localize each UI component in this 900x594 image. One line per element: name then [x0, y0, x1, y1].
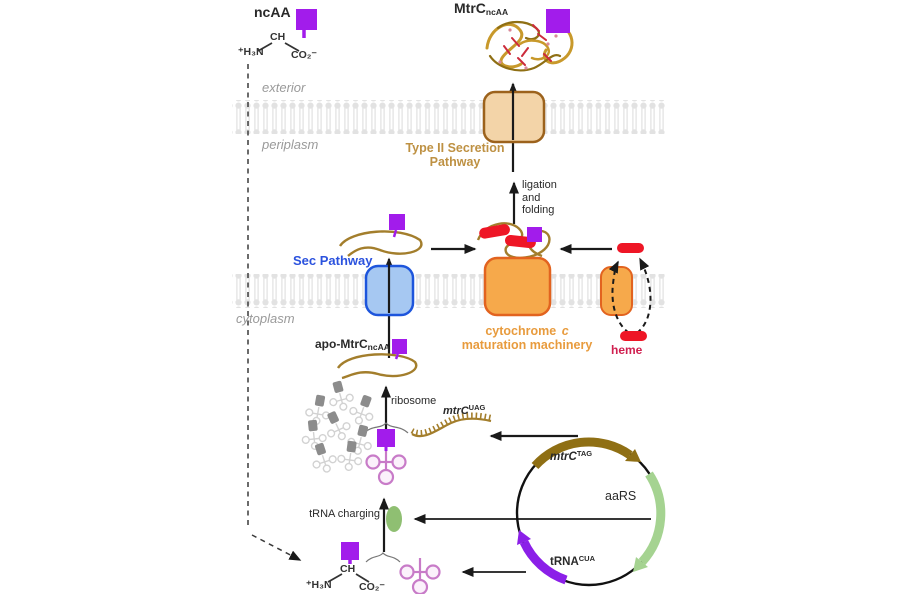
exterior-label: exterior	[262, 80, 306, 95]
gene-arrowhead-aars	[633, 557, 648, 572]
plasmid-icon	[515, 437, 666, 587]
type2-secretion-label: Type II Secretion Pathway	[405, 141, 505, 170]
charged-trna-icon	[365, 429, 407, 486]
heme-label: heme	[611, 343, 643, 357]
heme-icon-periplasm	[617, 243, 644, 253]
amine-label: ⁺H₃N	[238, 46, 264, 58]
gene-arrow-aars	[638, 471, 666, 566]
sec-pathway-label: Sec Pathway	[293, 253, 373, 268]
carboxyl-label: CO₂⁻	[291, 49, 317, 61]
ncaa-uptake-dashed-arrow	[247, 64, 302, 561]
ncaa-structure-bonds-bottom	[327, 573, 370, 583]
ncaa-square-icon-bottom	[341, 542, 359, 560]
ncaa-square-icon-ccm	[527, 227, 542, 242]
plasmid-gene-trna-label: tRNACUA	[550, 554, 595, 568]
ribosome-label: ribosome	[391, 395, 437, 407]
mrna-label: mtrCUAG	[443, 403, 486, 417]
ncaa-stem-periplasm	[392, 229, 398, 238]
ncaa-square-icon-apo	[392, 339, 407, 354]
mrna-icon	[410, 412, 492, 438]
ncaa-structure-bonds	[257, 42, 300, 52]
aars-enzyme-icon	[386, 506, 402, 532]
ncaa-stem-apo	[394, 353, 400, 360]
mtrc-protein-icon	[485, 20, 574, 72]
ccm-machinery	[483, 256, 552, 317]
ncaa-square-icon-periplasm	[389, 214, 405, 230]
gene-arrow-trna	[519, 539, 568, 585]
inner-membrane-icon	[232, 274, 665, 308]
gene-arrowhead-mtrc	[625, 449, 641, 462]
mtrc-label: MtrCncAA	[454, 0, 509, 17]
outer-membrane-icon	[232, 100, 665, 134]
plasmid-gene-mtrc-label: mtrCTAG	[550, 449, 593, 463]
alpha-carbon-label-bottom: CH	[340, 563, 356, 575]
heme-icon-cytoplasm	[620, 331, 647, 341]
heme-icon-ccm-1	[479, 224, 510, 239]
ncaa-square-icon-on-mtrc	[546, 9, 570, 33]
periplasm-label: periplasm	[262, 137, 319, 152]
carboxyl-label-bottom: CO₂⁻	[359, 581, 385, 593]
gene-arrowhead-trna	[517, 530, 531, 545]
heme-transporter	[600, 266, 633, 316]
heme-transport-dashed-arrows	[608, 257, 652, 334]
amine-label-bottom: ⁺H₃N	[306, 579, 332, 591]
ncaa-square-icon	[296, 9, 317, 30]
alpha-carbon-label: CH	[270, 31, 286, 43]
plasmid-gene-aars-label: aaRS	[605, 489, 637, 503]
unfolded-peptide-periplasm	[338, 230, 423, 257]
ligation-folding-label: ligation and folding	[522, 179, 557, 217]
grouping-braces	[363, 422, 409, 563]
ncaa-label: ncAA	[254, 4, 291, 20]
trna-icon-bottom	[399, 556, 441, 594]
ccm-label: cytochrome c maturation machinery	[461, 324, 593, 353]
unfolded-peptide-apo	[336, 353, 418, 380]
cytoplasm-label: cytoplasm	[236, 311, 295, 326]
gene-arrow-mtrc	[531, 437, 633, 470]
apo-mtrc-label: apo-MtrCncAA	[315, 337, 390, 352]
trna-charging-label: tRNA charging	[309, 508, 380, 520]
